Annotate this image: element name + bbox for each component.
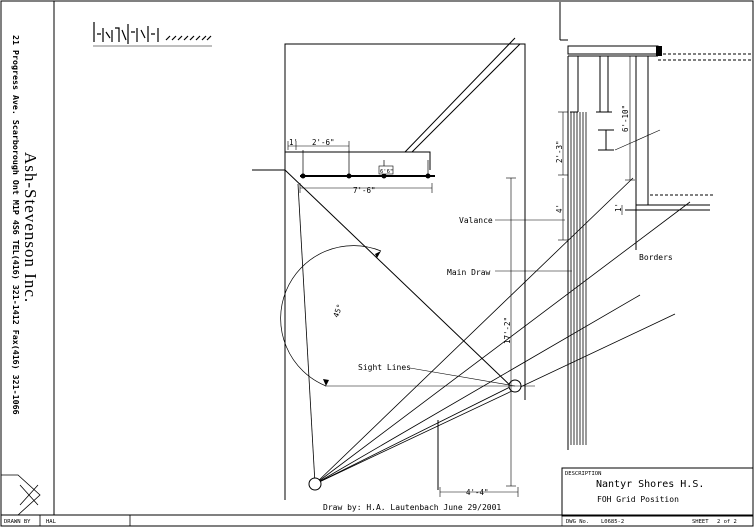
angle-label: 45° [331, 303, 344, 319]
company-name: Ash-Stevenson Inc. [21, 152, 40, 303]
dim-label-2ft6: 2'-6" [312, 138, 335, 147]
dim-label-17ft2: 17'-2" [503, 317, 512, 344]
angle-arrow-bottom [323, 379, 329, 386]
title-block-desc-label: DESCRIPTION [565, 471, 601, 477]
dim-2ft3 [558, 111, 568, 176]
drawn-by-credit: Draw by: H.A. Lautenbach June 29/2001 [323, 503, 501, 512]
dim-17ft2 [506, 177, 516, 487]
sight-origin-point [308, 477, 322, 491]
title-block [561, 467, 754, 517]
label-borders: Borders [639, 253, 673, 262]
dim-label-4ft: 4' [555, 204, 564, 213]
drawn-by-value: HAL [46, 519, 57, 525]
dim-label-6ft10: 6'-10" [621, 105, 630, 132]
dwg-value: L0685-2 [601, 519, 624, 525]
stage-edge-block [656, 46, 662, 56]
title-block-line2: FOH Grid Position [597, 495, 679, 504]
scribble-title-icon [93, 22, 212, 47]
dim-label-4ft4: 4'-4" [466, 488, 489, 497]
room-outline [252, 37, 526, 500]
label-main-draw: Main Draw [447, 268, 491, 277]
box-tag-label: 6'6" [380, 169, 393, 175]
sight-lines [297, 177, 691, 485]
dim-7ft6 [299, 183, 433, 193]
dim-label-1ft: 1' [289, 138, 298, 147]
sheet-label: SHEET [692, 519, 709, 525]
grid-pipe [300, 150, 435, 179]
sheet-value: 2 of 2 [717, 519, 737, 525]
drapery-lines [570, 112, 587, 445]
label-valance: Valance [459, 216, 493, 225]
angle-arrow-top [375, 251, 381, 258]
stage-structure [559, 2, 753, 450]
dim-4ft [558, 178, 568, 241]
dim-label-7ft6: 7'-6" [353, 186, 376, 195]
dim-4ft4 [439, 487, 519, 497]
dim-label-1ft-borders: 1' [614, 203, 623, 212]
drawn-by-label: DRAWN BY [4, 519, 31, 525]
label-sight-lines: Sight Lines [358, 363, 411, 372]
leaders [409, 129, 661, 387]
box-tag [378, 165, 394, 175]
dim-6ft10 [625, 55, 635, 181]
dim-label-2ft3: 2'-3" [555, 140, 564, 163]
angle-arc [280, 245, 382, 387]
dwg-label: DWG No. [566, 519, 589, 525]
company-address: 21 Progress Ave. Scarborough Ont M1P 4S6… [11, 35, 21, 415]
title-block-line1: Nantyr Shores H.S. [596, 479, 704, 490]
dim-top-pipe [287, 141, 350, 150]
logo-corner-icon [1, 474, 41, 516]
